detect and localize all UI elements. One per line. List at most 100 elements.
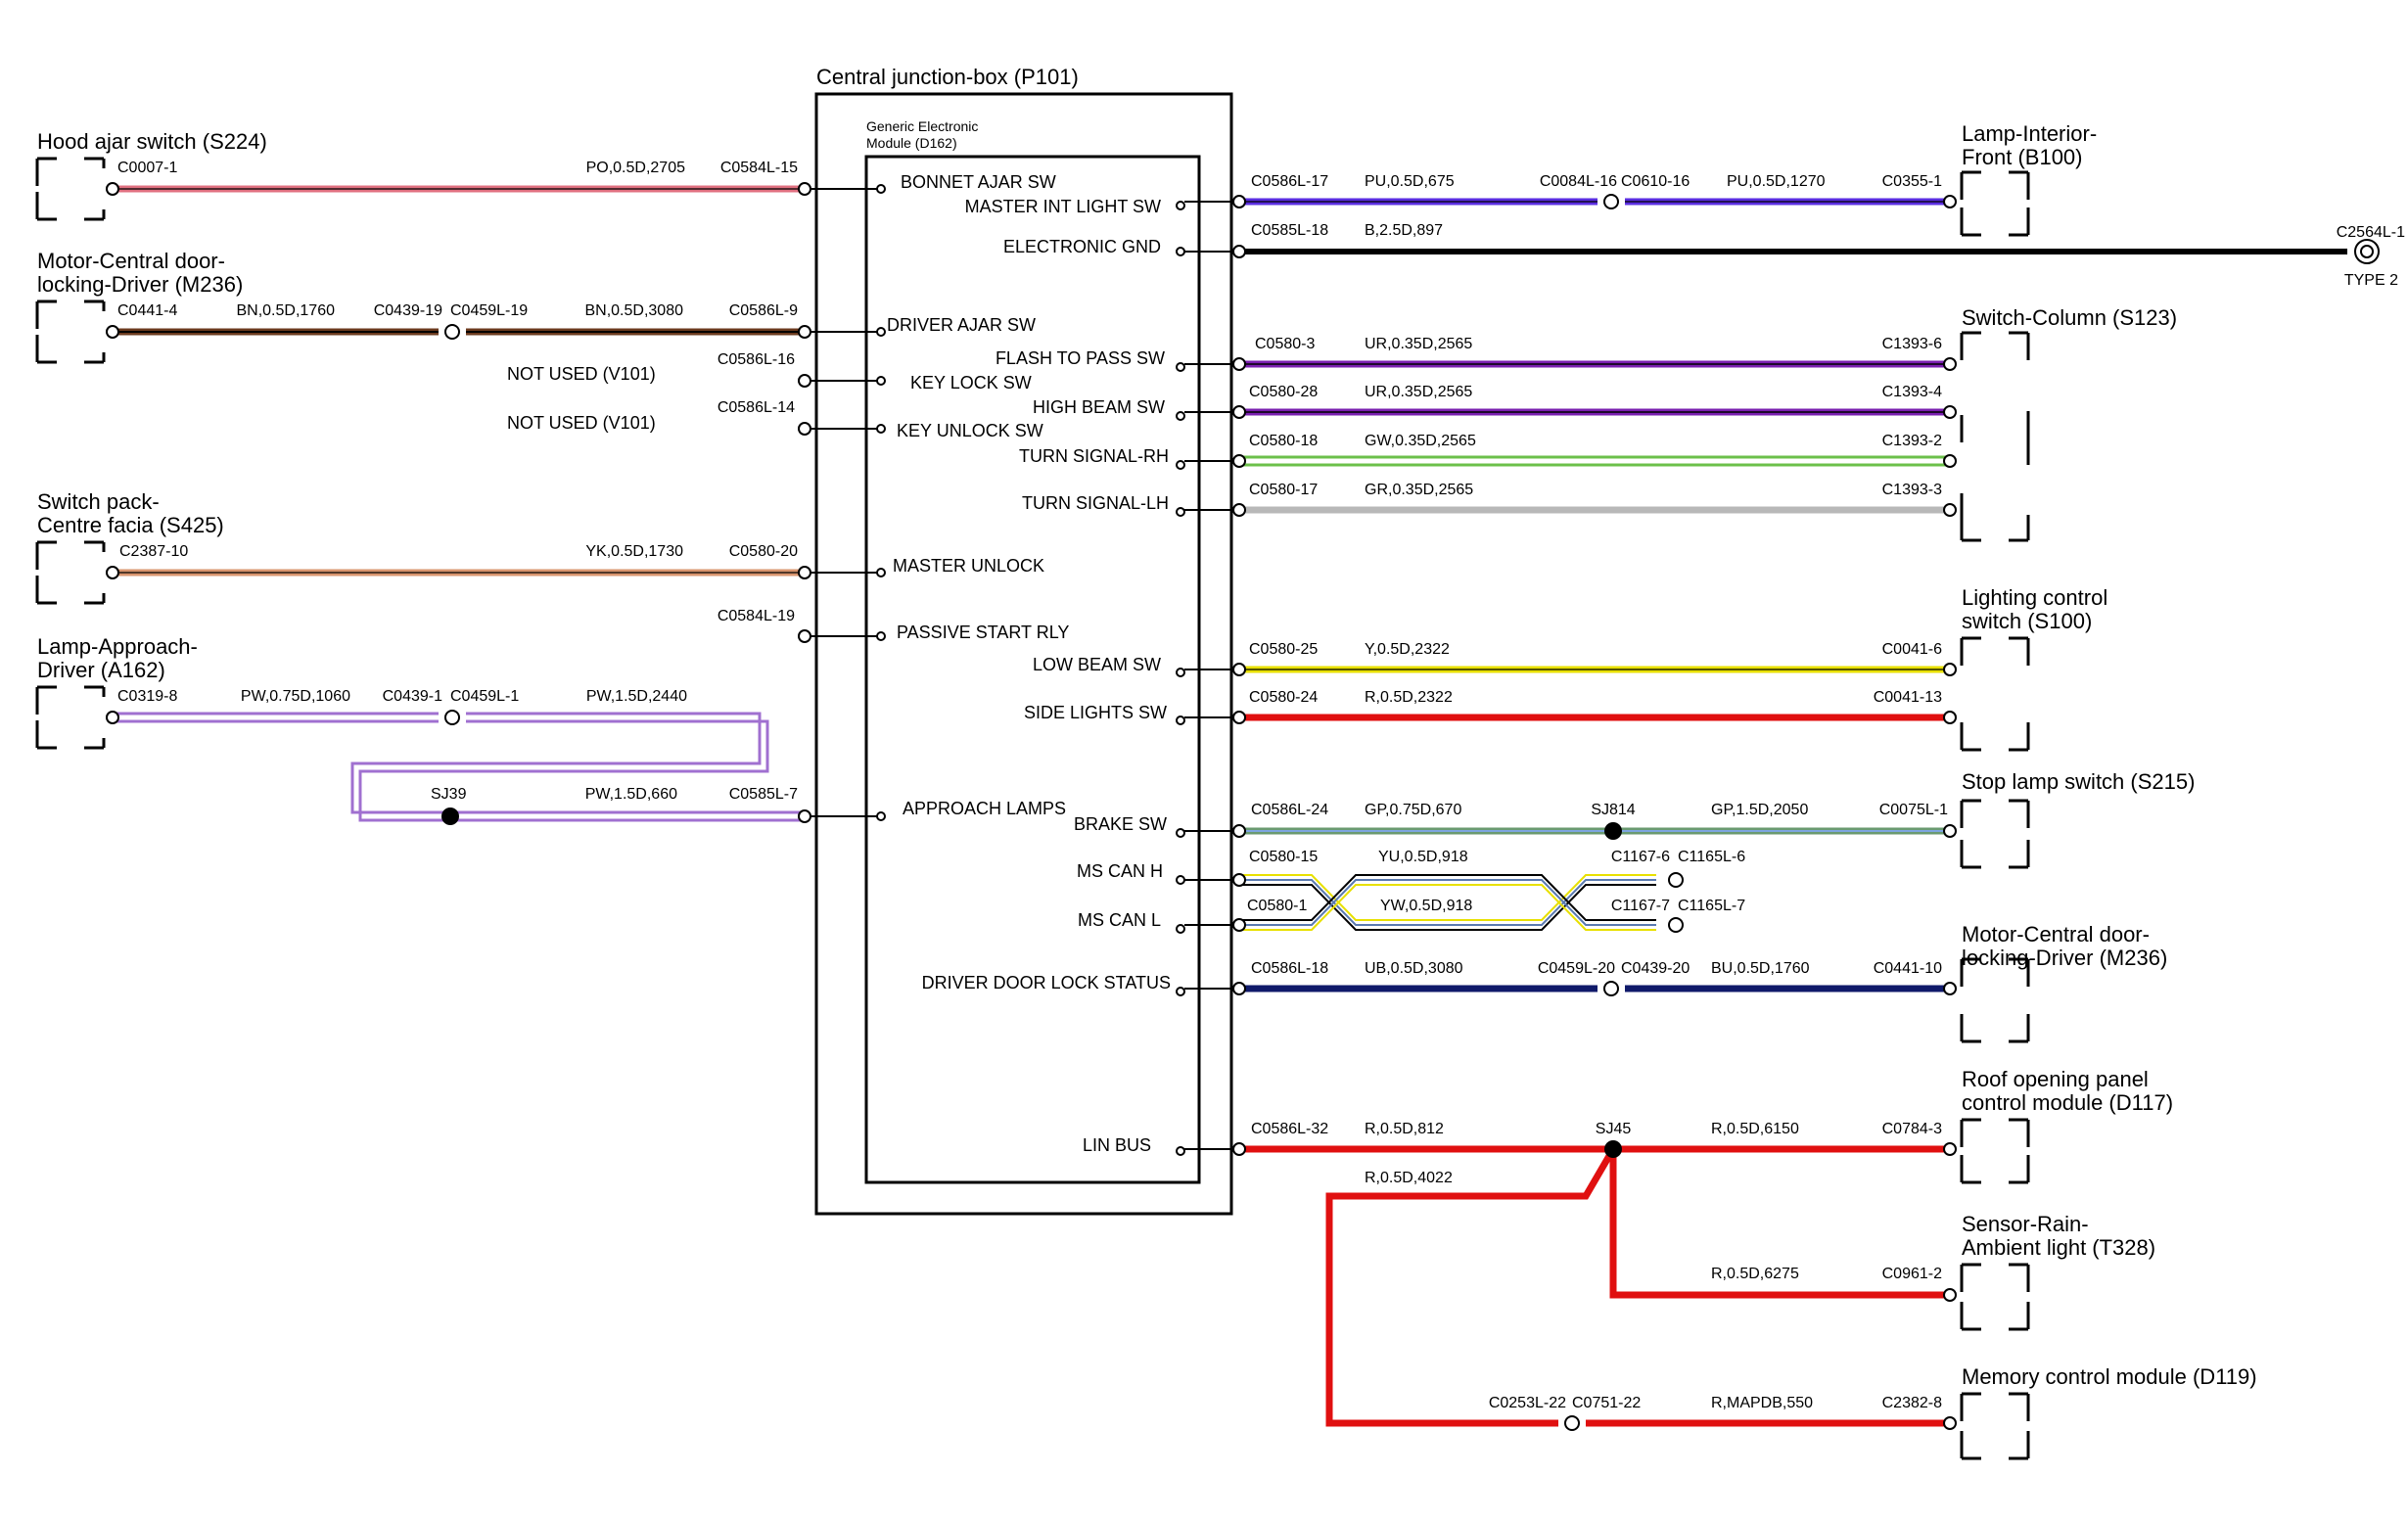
svg-text:C0584L-15: C0584L-15 bbox=[720, 160, 798, 176]
component-switch-pack: Switch pack- bbox=[37, 489, 160, 514]
svg-text:C0441-4: C0441-4 bbox=[117, 302, 177, 319]
svg-text:R,MAPDB,550: R,MAPDB,550 bbox=[1711, 1395, 1813, 1411]
svg-text:SJ45: SJ45 bbox=[1596, 1121, 1632, 1137]
svg-text:R,0.5D,812: R,0.5D,812 bbox=[1365, 1121, 1444, 1137]
module-pins-left: BONNET AJAR SW DRIVER AJAR SW KEY LOCK S… bbox=[805, 172, 1069, 821]
splice-sj814 bbox=[1604, 822, 1622, 840]
ground-connector-label: C2564L-1 bbox=[2337, 224, 2405, 241]
connector-symbols bbox=[106, 182, 2380, 1431]
svg-text:C0580-17: C0580-17 bbox=[1249, 482, 1318, 498]
pin-driver-door-lock-status: DRIVER DOOR LOCK STATUS bbox=[922, 973, 1171, 992]
svg-text:GR,0.35D,2565: GR,0.35D,2565 bbox=[1365, 482, 1473, 498]
svg-text:C1393-3: C1393-3 bbox=[1882, 482, 1942, 498]
svg-text:YW,0.5D,918: YW,0.5D,918 bbox=[1380, 898, 1472, 914]
svg-text:C0586L-24: C0586L-24 bbox=[1251, 802, 1328, 818]
splice-points bbox=[441, 808, 1622, 1158]
wire-lin-bus[interactable] bbox=[1239, 1145, 1950, 1427]
svg-text:C1393-4: C1393-4 bbox=[1882, 384, 1942, 400]
module-pins-right: MASTER INT LIGHT SW ELECTRONIC GND FLASH… bbox=[922, 197, 1239, 1156]
svg-text:C0253L-22: C0253L-22 bbox=[1489, 1395, 1566, 1411]
svg-text:C0586L-17: C0586L-17 bbox=[1251, 173, 1328, 190]
svg-text:R,0.5D,6275: R,0.5D,6275 bbox=[1711, 1266, 1799, 1282]
component-sensor-rain: Sensor-Rain- bbox=[1962, 1212, 2089, 1236]
svg-text:C0580-28: C0580-28 bbox=[1249, 384, 1318, 400]
svg-text:C0580-1: C0580-1 bbox=[1247, 898, 1307, 914]
svg-text:C0041-6: C0041-6 bbox=[1882, 641, 1942, 658]
svg-text:YK,0.5D,1730: YK,0.5D,1730 bbox=[585, 543, 683, 560]
svg-text:Module (D162): Module (D162) bbox=[866, 135, 957, 151]
svg-text:C1165L-7: C1165L-7 bbox=[1678, 898, 1745, 914]
svg-text:GW,0.35D,2565: GW,0.35D,2565 bbox=[1365, 433, 1476, 449]
svg-text:C0355-1: C0355-1 bbox=[1882, 173, 1942, 190]
svg-text:C1167-7: C1167-7 bbox=[1611, 898, 1670, 914]
junction-box-title: Central junction-box (P101) bbox=[816, 65, 1079, 89]
pin-ms-can-h: MS CAN H bbox=[1077, 861, 1163, 881]
svg-text:C0586L-14: C0586L-14 bbox=[718, 399, 795, 416]
svg-text:UB,0.5D,3080: UB,0.5D,3080 bbox=[1365, 960, 1463, 977]
component-lamp-approach: Lamp-Approach- bbox=[37, 634, 198, 659]
svg-text:BN,0.5D,1760: BN,0.5D,1760 bbox=[236, 302, 335, 319]
svg-text:C0439-19: C0439-19 bbox=[374, 302, 442, 319]
svg-text:control module (D117): control module (D117) bbox=[1962, 1090, 2173, 1115]
component-switch-column: Switch-Column (S123) bbox=[1962, 305, 2177, 330]
svg-text:GP,0.75D,670: GP,0.75D,670 bbox=[1365, 802, 1461, 818]
svg-text:UR,0.35D,2565: UR,0.35D,2565 bbox=[1365, 336, 1472, 352]
svg-text:C0580-24: C0580-24 bbox=[1249, 689, 1318, 706]
svg-text:C0580-15: C0580-15 bbox=[1249, 849, 1318, 865]
svg-text:PU,0.5D,1270: PU,0.5D,1270 bbox=[1727, 173, 1826, 190]
svg-text:GP,1.5D,2050: GP,1.5D,2050 bbox=[1711, 802, 1808, 818]
pin-turn-signal-rh: TURN SIGNAL-RH bbox=[1019, 446, 1169, 466]
component-motor-door-locking-2: Motor-Central door- bbox=[1962, 922, 2150, 946]
component-roof-opening-panel: Roof opening panel bbox=[1962, 1067, 2149, 1091]
svg-text:BN,0.5D,3080: BN,0.5D,3080 bbox=[584, 302, 683, 319]
svg-text:Front (B100): Front (B100) bbox=[1962, 145, 2083, 169]
component-motor-door-locking-1: Motor-Central door- bbox=[37, 249, 225, 273]
svg-text:C0961-2: C0961-2 bbox=[1882, 1266, 1942, 1282]
svg-text:C1167-6: C1167-6 bbox=[1611, 849, 1670, 865]
svg-text:C0784-3: C0784-3 bbox=[1882, 1121, 1942, 1137]
pin-electronic-gnd: ELECTRONIC GND bbox=[1003, 237, 1161, 256]
pin-bonnet-ajar: BONNET AJAR SW bbox=[901, 172, 1056, 192]
svg-text:B,2.5D,897: B,2.5D,897 bbox=[1365, 222, 1443, 239]
svg-text:R,0.5D,4022: R,0.5D,4022 bbox=[1365, 1170, 1453, 1186]
svg-text:C1165L-6: C1165L-6 bbox=[1678, 849, 1745, 865]
component-boxes bbox=[35, 157, 2030, 1460]
splice-sj39 bbox=[441, 808, 459, 825]
pin-driver-ajar: DRIVER AJAR SW bbox=[887, 315, 1036, 335]
left-component-names: Hood ajar switch (S224) Motor-Central do… bbox=[37, 129, 656, 682]
wire-approach-lamps[interactable] bbox=[113, 712, 805, 822]
svg-text:BU,0.5D,1760: BU,0.5D,1760 bbox=[1711, 960, 1810, 977]
svg-text:C0586L-18: C0586L-18 bbox=[1251, 960, 1328, 977]
svg-text:C0459L-19: C0459L-19 bbox=[450, 302, 528, 319]
svg-text:C0319-8: C0319-8 bbox=[117, 688, 177, 705]
pin-brake: BRAKE SW bbox=[1074, 814, 1167, 834]
svg-text:C2382-8: C2382-8 bbox=[1882, 1395, 1942, 1411]
svg-text:Generic Electronic: Generic Electronic bbox=[866, 118, 978, 134]
ground-type-label: TYPE 2 bbox=[2344, 272, 2398, 289]
svg-text:PO,0.5D,2705: PO,0.5D,2705 bbox=[586, 160, 686, 176]
svg-text:Y,0.5D,2322: Y,0.5D,2322 bbox=[1365, 641, 1450, 658]
svg-text:C1393-6: C1393-6 bbox=[1882, 336, 1942, 352]
svg-text:PW,0.75D,1060: PW,0.75D,1060 bbox=[241, 688, 350, 705]
wire-ms-can[interactable] bbox=[1239, 874, 1656, 931]
svg-text:C0007-1: C0007-1 bbox=[117, 160, 177, 176]
svg-text:C0586L-16: C0586L-16 bbox=[718, 351, 795, 368]
svg-text:C0586L-32: C0586L-32 bbox=[1251, 1121, 1328, 1137]
svg-text:C0580-18: C0580-18 bbox=[1249, 433, 1318, 449]
wire-turn-rh[interactable] bbox=[1239, 455, 1950, 467]
pin-key-unlock: KEY UNLOCK SW bbox=[897, 421, 1043, 440]
svg-text:C0459L-20: C0459L-20 bbox=[1538, 960, 1615, 977]
svg-text:PW,1.5D,660: PW,1.5D,660 bbox=[585, 786, 677, 803]
svg-text:R,0.5D,6150: R,0.5D,6150 bbox=[1711, 1121, 1799, 1137]
svg-text:Driver (A162): Driver (A162) bbox=[37, 658, 165, 682]
pin-side-lights: SIDE LIGHTS SW bbox=[1024, 703, 1167, 722]
svg-text:C0439-20: C0439-20 bbox=[1621, 960, 1690, 977]
not-used-label-1: NOT USED (V101) bbox=[507, 364, 656, 384]
svg-text:C0586L-9: C0586L-9 bbox=[729, 302, 798, 319]
svg-text:C2387-10: C2387-10 bbox=[119, 543, 188, 560]
svg-text:R,0.5D,2322: R,0.5D,2322 bbox=[1365, 689, 1453, 706]
pin-high-beam: HIGH BEAM SW bbox=[1033, 397, 1165, 417]
pin-lin-bus: LIN BUS bbox=[1083, 1135, 1151, 1155]
svg-text:YU,0.5D,918: YU,0.5D,918 bbox=[1378, 849, 1468, 865]
